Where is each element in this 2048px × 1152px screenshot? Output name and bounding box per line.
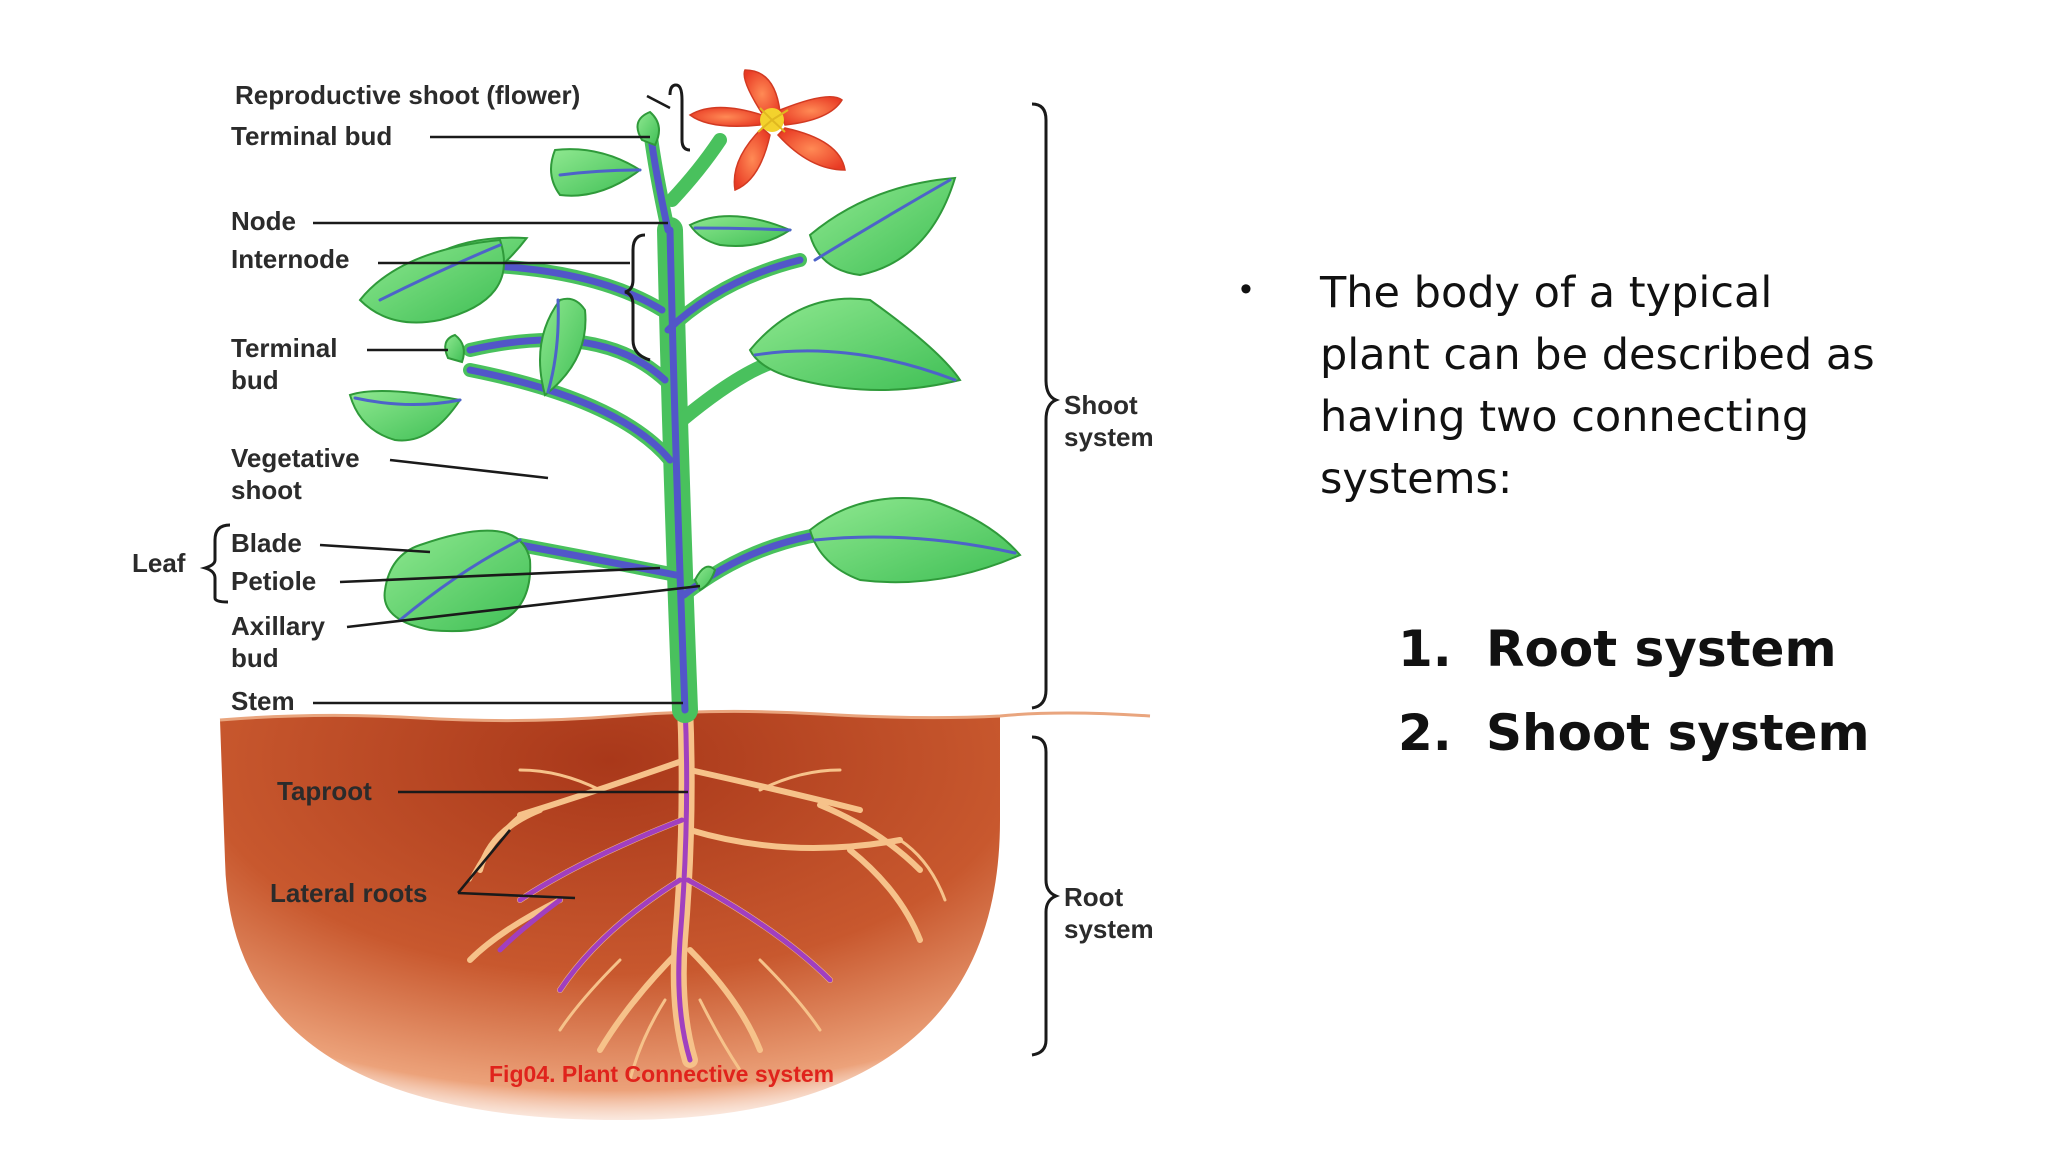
label-axillary-bud-line2: bud (231, 643, 279, 673)
label-leaf: Leaf (132, 548, 186, 578)
bullet-text: The body of a typical plant can be descr… (1320, 268, 1875, 504)
label-root-system-line2: system (1064, 914, 1154, 944)
label-terminal-bud-side-line1: Terminal (231, 333, 337, 363)
label-axillary-bud-line1: Axillary (231, 611, 325, 641)
label-petiole: Petiole (231, 566, 316, 596)
braces (199, 83, 1061, 1057)
label-reproductive-shoot: Reproductive shoot (flower) (235, 80, 580, 110)
bullet-dot-icon: • (1240, 270, 1252, 308)
plant-diagram: Reproductive shoot (flower) Terminal bud… (132, 69, 1154, 1120)
list-label: Shoot system (1486, 704, 1870, 762)
label-root-system-line1: Root (1064, 882, 1124, 912)
label-internode: Internode (231, 244, 349, 274)
list-item: 1. Root system (1398, 607, 1870, 691)
label-stem: Stem (231, 686, 295, 716)
list-number: 2. (1398, 704, 1452, 762)
label-terminal-bud-top: Terminal bud (231, 121, 392, 151)
label-terminal-bud-side-line2: bud (231, 365, 279, 395)
label-node: Node (231, 206, 296, 236)
soil (219, 709, 1151, 1120)
figure-caption: Fig04. Plant Connective system (489, 1061, 834, 1087)
label-taproot: Taproot (277, 776, 372, 806)
list-number: 1. (1398, 620, 1452, 678)
figure-labels: Reproductive shoot (flower) Terminal bud… (132, 80, 1154, 1087)
text-panel: • The body of a typical plant can be des… (1240, 262, 2020, 762)
flower (688, 69, 846, 192)
label-shoot-system-line2: system (1064, 422, 1154, 452)
label-shoot-system-line1: Shoot (1064, 390, 1138, 420)
label-blade: Blade (231, 528, 302, 558)
bullet-item: • The body of a typical plant can be des… (1240, 262, 2020, 510)
leader-lines (313, 94, 701, 900)
label-vegetative-shoot-line2: shoot (231, 475, 302, 505)
label-vegetative-shoot-line1: Vegetative (231, 443, 360, 473)
label-lateral-roots: Lateral roots (270, 878, 428, 908)
systems-list: 1. Root system 2. Shoot system (1398, 607, 1870, 775)
list-label: Root system (1486, 620, 1837, 678)
list-item: 2. Shoot system (1398, 691, 1870, 775)
